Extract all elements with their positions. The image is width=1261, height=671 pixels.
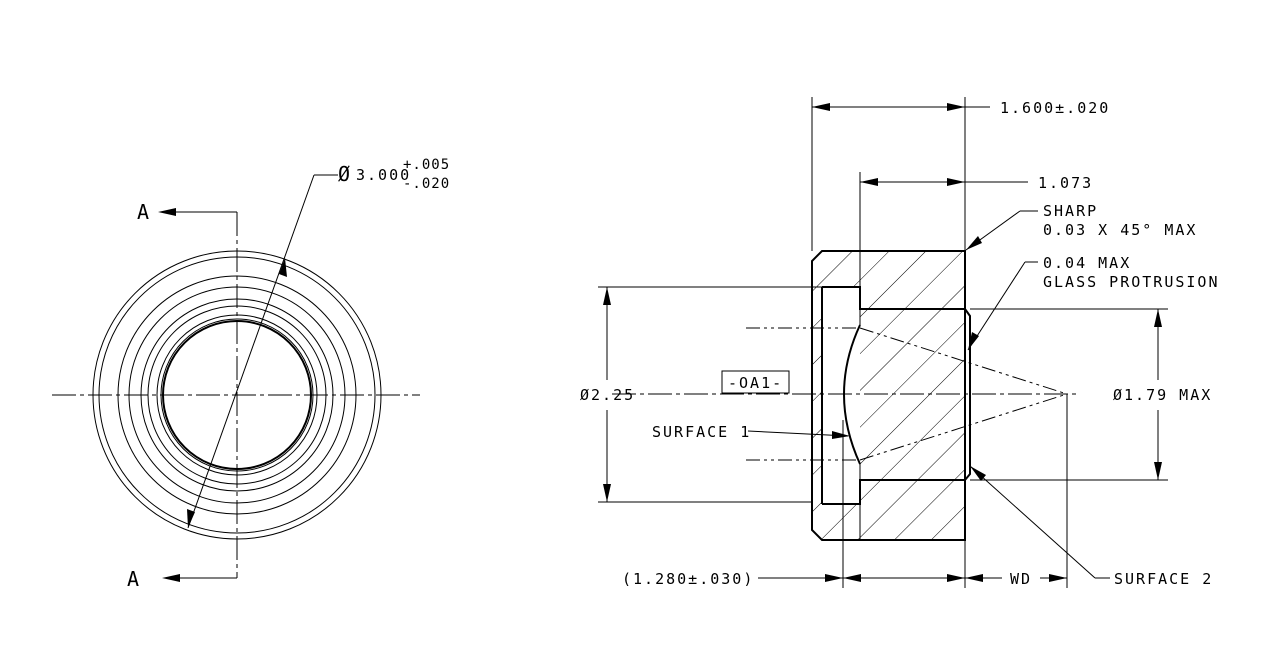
- diameter-tol-lower: -.020: [403, 176, 450, 192]
- surface1-leader: [747, 430, 850, 439]
- chamfer-note-line2: 0.03 X 45° MAX: [1043, 221, 1197, 239]
- step-length-dimension: [859, 172, 1028, 251]
- surface1-label: SURFACE 1: [652, 423, 751, 441]
- chamfer-note-line1: SHARP: [1043, 202, 1098, 220]
- front-view: A A Ø 3.000 +.005 -.020: [52, 157, 450, 591]
- outer-diameter-dimension: [598, 286, 822, 503]
- overall-length-label: 1.600±.020: [1000, 99, 1110, 117]
- ref-length-label: (1.280±.030): [622, 570, 754, 588]
- chamfer-leader: [965, 210, 1038, 251]
- diameter-symbol: Ø: [338, 162, 350, 186]
- datum-label: -OA1-: [728, 374, 783, 392]
- section-indicator-bottom: A: [127, 567, 237, 591]
- diameter-tol-upper: +.005: [403, 157, 450, 173]
- step-length-label: 1.073: [1038, 174, 1093, 192]
- ray-top: [859, 327, 1068, 395]
- bottom-dimensions: [758, 394, 1068, 588]
- surface2-label: SURFACE 2: [1114, 570, 1213, 588]
- section-indicator-top: A: [137, 200, 237, 224]
- glass-note-line1: 0.04 MAX: [1043, 254, 1131, 272]
- section-view: 1.600±.020 1.073 SHARP 0.03 X 45° MAX 0.…: [580, 97, 1220, 588]
- working-distance-label: WD: [1010, 570, 1032, 588]
- glass-note-line2: GLASS PROTRUSION: [1043, 273, 1220, 291]
- ray-bottom: [859, 393, 1068, 461]
- surface2-leader: [969, 465, 1110, 579]
- diameter-nominal: 3.000: [356, 166, 411, 184]
- outer-diameter-label: Ø2.25: [580, 386, 635, 404]
- section-label-bottom: A: [127, 567, 139, 591]
- inner-diameter-dimension: [970, 308, 1168, 481]
- diameter-leader: [187, 174, 338, 529]
- datum-box: [721, 370, 790, 394]
- overall-length-dimension: [811, 97, 990, 251]
- inner-diameter-label: Ø1.79 MAX: [1113, 386, 1212, 404]
- glass-protrusion-leader: [967, 261, 1038, 351]
- section-label-top: A: [137, 200, 149, 224]
